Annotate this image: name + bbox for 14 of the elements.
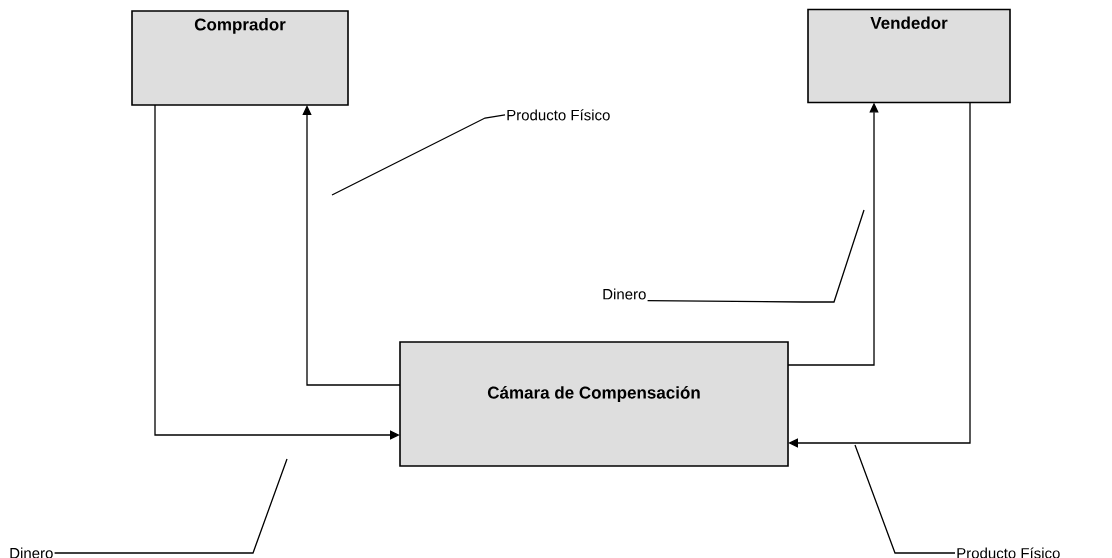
arrow: [788, 101, 971, 448]
leader-label: Dinero: [603, 288, 646, 300]
arrow: [154, 104, 400, 440]
leader-line: [646, 209, 865, 303]
process-box: Cámara de Compensación: [399, 341, 789, 467]
leader-line: [331, 114, 506, 196]
leader-label: Dinero: [10, 547, 53, 558]
leader-line: [53, 458, 288, 554]
leader-label: Producto Físico: [507, 109, 610, 121]
party-box: Vendedor: [807, 8, 1011, 104]
party-box: Comprador: [131, 10, 349, 106]
arrow: [302, 105, 401, 386]
leader-label: Producto Físico: [957, 547, 1060, 558]
leader-line: [854, 444, 956, 554]
